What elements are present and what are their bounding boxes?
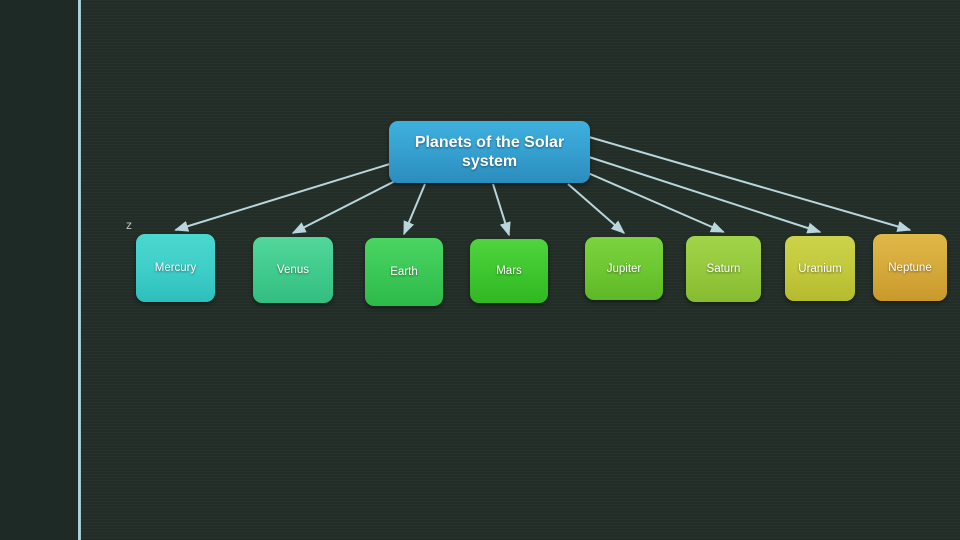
- planet-node-label: Earth: [390, 266, 418, 278]
- planet-node-label: Neptune: [888, 261, 932, 274]
- planet-node-neptune[interactable]: Neptune: [873, 234, 947, 301]
- planet-node-label: Mercury: [154, 262, 197, 274]
- planet-node-label: Jupiter: [606, 262, 642, 275]
- diagram-root-label: Planets of the Solar system: [415, 133, 564, 171]
- root-label-line1: Planets of the Solar: [414, 134, 565, 151]
- planet-node-earth[interactable]: Earth: [365, 238, 443, 306]
- planet-node-label: Saturn: [706, 263, 741, 275]
- planet-node-label: Mars: [496, 265, 522, 277]
- planet-node-label: Venus: [277, 264, 309, 276]
- left-gutter: [0, 0, 78, 540]
- planet-node-mercury[interactable]: Mercury: [136, 234, 215, 302]
- root-label-line2: system: [461, 153, 518, 170]
- diagram-root-node[interactable]: Planets of the Solar system: [389, 121, 590, 183]
- planet-node-label: Uranium: [798, 262, 842, 275]
- planet-node-saturn[interactable]: Saturn: [686, 236, 761, 302]
- left-accent-bar: [78, 0, 81, 540]
- planet-node-jupiter[interactable]: Jupiter: [585, 237, 663, 300]
- stray-text-z: z: [126, 218, 132, 232]
- planet-node-uranium[interactable]: Uranium: [785, 236, 855, 301]
- planet-node-mars[interactable]: Mars: [470, 239, 548, 303]
- planet-node-venus[interactable]: Venus: [253, 237, 333, 303]
